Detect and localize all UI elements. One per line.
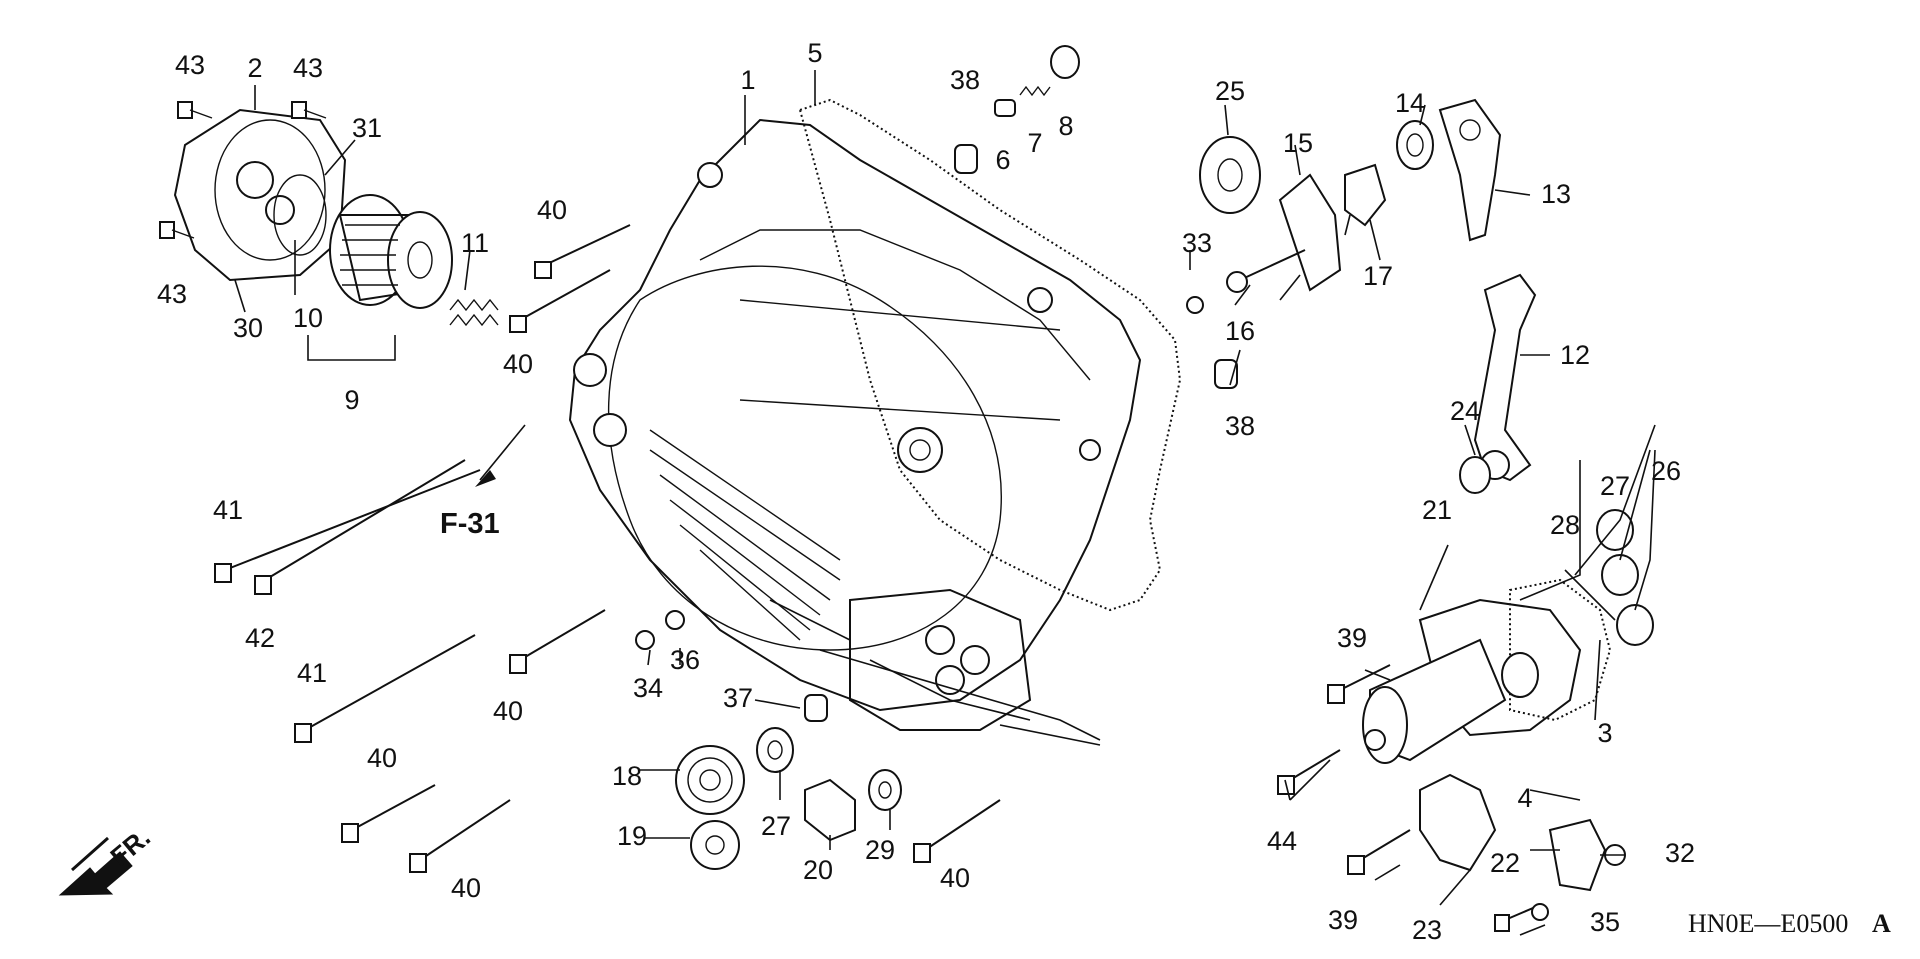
gear-19	[690, 820, 740, 870]
ref-code: HN0E—E0500	[1688, 909, 1848, 938]
callout-4: 4	[1517, 783, 1532, 813]
callout-14: 14	[1395, 88, 1425, 118]
bearing-29	[868, 769, 902, 811]
spring	[449, 298, 499, 327]
bearings-right	[1596, 509, 1654, 646]
bracket-4	[1419, 773, 1497, 872]
callout-24: 24	[1450, 396, 1480, 426]
callout-42: 42	[245, 623, 275, 653]
callout-36: 36	[670, 645, 700, 675]
bolt-43-a	[177, 101, 213, 119]
callout-26: 26	[1651, 456, 1681, 486]
callout-numbers: 1 2 3 4 5 6 7 8 9 10 11 12 13 14 15 16 1…	[157, 38, 1695, 945]
dowel-pins	[804, 144, 1238, 722]
callout-13: 13	[1541, 179, 1571, 209]
callout-41-a: 41	[213, 495, 243, 525]
callout-18: 18	[612, 761, 642, 791]
callout-2: 2	[247, 53, 262, 83]
screws-right	[1277, 664, 1549, 932]
callout-7: 7	[1027, 128, 1042, 158]
callout-9: 9	[344, 385, 359, 415]
callout-6: 6	[995, 145, 1010, 175]
callout-22: 22	[1490, 848, 1520, 878]
callout-5: 5	[807, 38, 822, 68]
case-cover	[568, 98, 1182, 731]
callout-44: 44	[1267, 826, 1297, 856]
callout-27-b: 27	[761, 811, 791, 841]
callout-11: 11	[461, 228, 489, 258]
callout-31: 31	[352, 113, 382, 143]
callout-41-b: 41	[297, 658, 327, 688]
callout-15: 15	[1283, 128, 1313, 158]
callout-12: 12	[1560, 340, 1590, 370]
oil-filter	[329, 194, 453, 309]
callout-1: 1	[740, 65, 755, 95]
callout-40-e: 40	[451, 873, 481, 903]
o-ring	[273, 174, 327, 256]
callout-40-d: 40	[367, 743, 397, 773]
plate-20	[804, 778, 856, 842]
callout-34: 34	[633, 673, 663, 703]
callout-19: 19	[617, 821, 647, 851]
front-arrow	[58, 836, 133, 896]
bearing-27	[756, 727, 794, 773]
f31-arrow	[475, 424, 526, 487]
callout-38-b: 38	[1225, 411, 1255, 441]
washers	[635, 296, 1204, 650]
ref-code-suffix: A	[1872, 909, 1891, 938]
callout-40-a: 40	[537, 195, 567, 225]
bearing-25	[1199, 136, 1261, 214]
callout-20: 20	[803, 855, 833, 885]
callout-43-a: 43	[175, 50, 205, 80]
callout-29: 29	[865, 835, 895, 865]
leader-lines	[234, 70, 1656, 936]
callout-40-c: 40	[493, 696, 523, 726]
fig-ref-label: F-31	[440, 508, 500, 540]
callout-38: 38	[950, 65, 980, 95]
gear-18	[675, 745, 745, 815]
callout-39-b: 39	[1328, 905, 1358, 935]
callout-8: 8	[1058, 111, 1073, 141]
callout-33: 33	[1182, 228, 1212, 258]
callout-21: 21	[1422, 495, 1452, 525]
bolt-43-c	[159, 221, 195, 239]
oil-pump-cover	[173, 108, 347, 282]
long-bolts	[214, 224, 1001, 873]
shift-arm-12	[1459, 273, 1537, 494]
cooling-fins	[649, 429, 841, 641]
callout-10: 10	[293, 303, 323, 333]
motor-housing	[1362, 578, 1612, 764]
bolt-43-b	[291, 101, 327, 119]
callout-30: 30	[233, 313, 263, 343]
callout-37: 37	[723, 683, 753, 713]
callout-43-b: 43	[293, 53, 323, 83]
shift-arm-13	[1438, 98, 1502, 242]
callout-43-c: 43	[157, 279, 187, 309]
callout-35: 35	[1590, 907, 1620, 937]
callout-25: 25	[1215, 76, 1245, 106]
shift-parts	[1226, 120, 1434, 293]
callout-3: 3	[1597, 718, 1612, 748]
callout-16: 16	[1225, 316, 1255, 346]
callout-40-f: 40	[940, 863, 970, 893]
callout-39: 39	[1337, 623, 1367, 653]
spring-assembly	[994, 45, 1080, 117]
callout-23: 23	[1412, 915, 1442, 945]
callout-32: 32	[1665, 838, 1695, 868]
callout-17: 17	[1363, 261, 1393, 291]
callout-28: 28	[1550, 510, 1580, 540]
callout-27: 27	[1600, 471, 1630, 501]
callout-40-b: 40	[503, 349, 533, 379]
